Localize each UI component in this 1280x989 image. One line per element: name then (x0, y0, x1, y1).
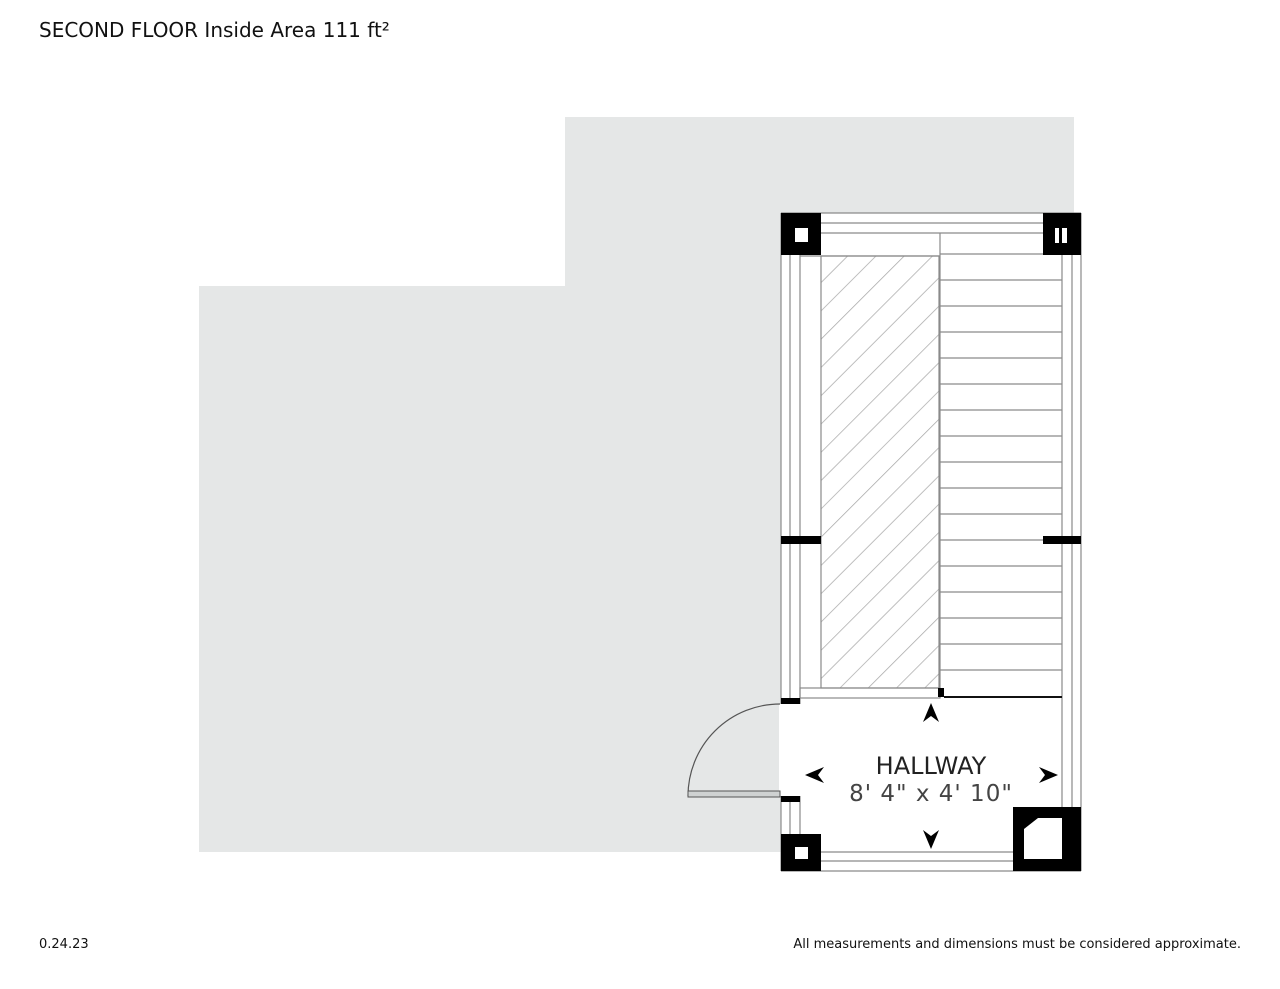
room-dimensions-hallway: 8' 4" x 4' 10" (849, 781, 1013, 807)
disclaimer-text: All measurements and dimensions must be … (793, 937, 1241, 952)
room-name-hallway: HALLWAY (876, 752, 987, 780)
arrow-right-icon (1039, 767, 1058, 783)
stair-enclosure (779, 212, 1082, 872)
version-label: 0.24.23 (39, 937, 89, 952)
stair-treads (940, 253, 1062, 671)
corner-posts (781, 213, 1081, 871)
arrow-up-icon (923, 703, 939, 722)
door-swing[interactable] (687, 703, 781, 798)
arrow-left-icon (805, 767, 824, 783)
arrow-down-icon (923, 830, 939, 849)
floor-plan-title: SECOND FLOOR Inside Area 111 ft² (39, 18, 390, 42)
stair-landing (820, 255, 940, 689)
dimension-arrows (805, 703, 1058, 849)
